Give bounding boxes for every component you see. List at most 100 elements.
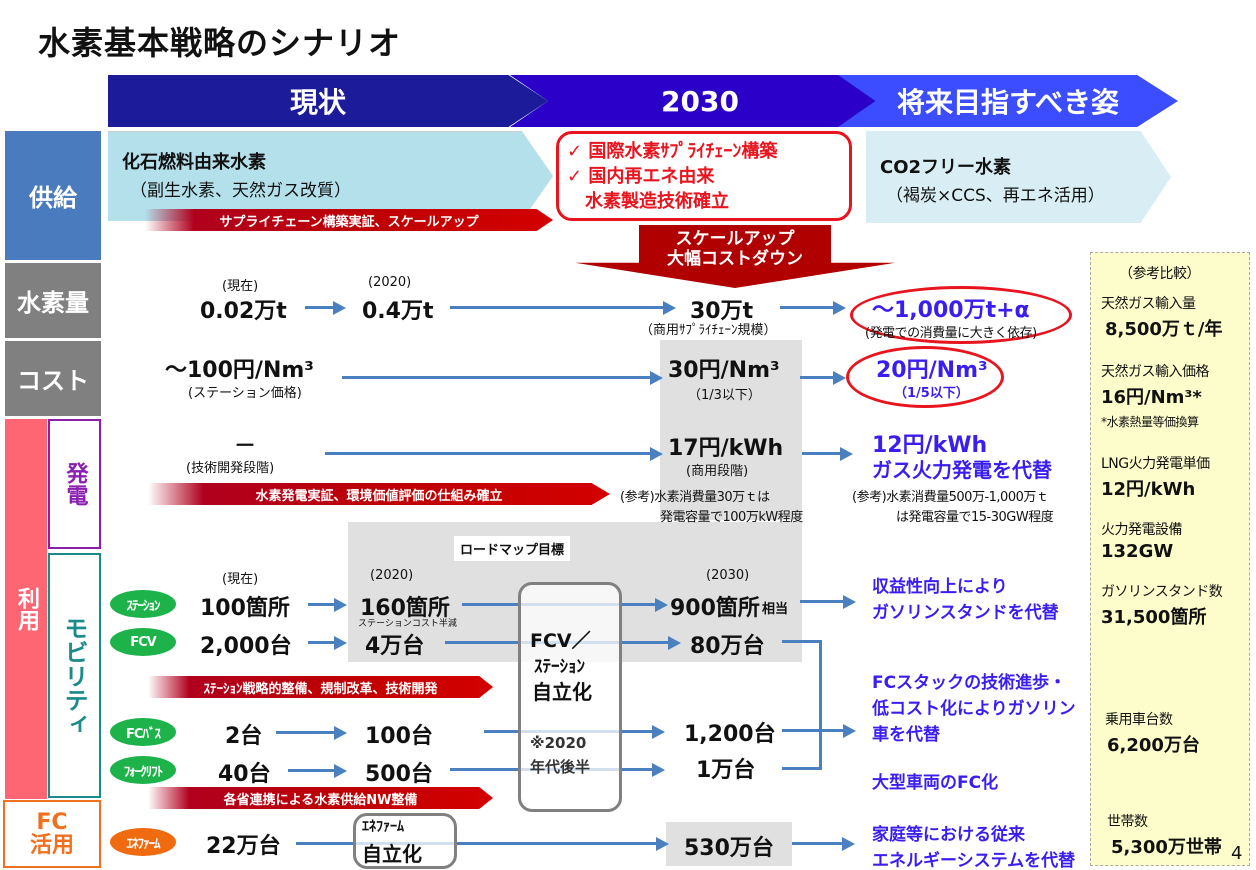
supply-current-sub: （副生水素、天然ガス改質） xyxy=(130,181,351,201)
fcbus-2030: 1,200台 xyxy=(684,722,776,747)
fcbus-now: 2台 xyxy=(225,724,263,749)
enefarm-future-1: 家庭等における従来 xyxy=(872,825,1025,845)
reference-header: （参考比較） xyxy=(1119,266,1201,282)
supply-future-title: CO2フリー水素 xyxy=(880,157,1012,178)
ref-label-passenger-cars: 乗用車台数 xyxy=(1105,712,1173,728)
h2-now-value: 0.02万t xyxy=(200,299,287,324)
forklift-now: 40台 xyxy=(218,762,271,787)
cost-now-note: (ステーション価格) xyxy=(188,386,302,401)
enefarm-autonomy-box xyxy=(353,813,457,869)
power-now-value: － xyxy=(234,434,257,459)
cost-now-value: ～100円/Nm³ xyxy=(165,358,314,383)
ref-value-gas-import-volume: 8,500万ｔ/年 xyxy=(1105,319,1223,340)
h2-now-label: (現在) xyxy=(222,279,259,294)
ref-value-gas-stations: 31,500箇所 xyxy=(1101,607,1207,628)
ref-label-gas-import-price: 天然ガス輸入価格 xyxy=(1101,364,1210,380)
supply-future-box: CO2フリー水素 （褐炭×CCS、再エネ活用） xyxy=(866,131,1171,223)
autonomy-note2: 年代後半 xyxy=(530,758,591,776)
ref-value-households: 5,300万世帯 xyxy=(1111,837,1222,858)
ref-value-gas-import-price: 16円/Nm³* xyxy=(1101,387,1202,408)
page-title: 水素基本戦略のシナリオ xyxy=(38,24,402,62)
forklift-2020: 500台 xyxy=(365,762,433,787)
row-label-hydrogen-volume: 水素量 xyxy=(5,263,101,338)
power-2030-value: 17円/kWh xyxy=(668,436,784,461)
fcv-now: 2,000台 xyxy=(200,634,292,659)
row-label-cost: コスト xyxy=(5,341,101,416)
phase-current: 現状 xyxy=(108,75,548,127)
power-now-note: (技術開発段階) xyxy=(186,461,275,476)
autonomy-line1: FCV／ xyxy=(530,630,591,652)
pill-fcv: FCV xyxy=(110,628,176,656)
h2-2030-note: （商用ｻﾌﾟﾗｲﾁｪｰﾝ規模） xyxy=(640,323,777,338)
fcv-2020: 4万台 xyxy=(365,634,425,659)
cost-future-highlight xyxy=(846,346,1004,408)
y2030-highlight-cost-power xyxy=(660,340,802,520)
supply-target-1: ✓ 国際水素ｻﾌﾟﾗｲﾁｪｰﾝ構築 xyxy=(567,141,778,162)
ref-label-households: 世帯数 xyxy=(1107,814,1148,830)
ref-label-lng-power-cost: LNG火力発電単価 xyxy=(1101,456,1210,472)
page-number: 4 xyxy=(1231,843,1242,864)
power-banner: 水素発電実証、環境価値評価の仕組み確立 xyxy=(148,483,610,505)
scaleup-line2: 大幅コストダウン xyxy=(667,249,803,269)
autonomy-line3: 自立化 xyxy=(532,680,592,704)
mob-2020-label: (2020) xyxy=(370,568,414,583)
autonomy-line2: ｽﾃｰｼｮﾝ xyxy=(534,657,585,677)
phase-future: 将来目指すべき姿 xyxy=(838,75,1178,127)
fcv-2030: 80万台 xyxy=(690,634,765,659)
scaleup-line1: スケールアップ xyxy=(675,229,795,249)
supply-current-title: 化石燃料由来水素 xyxy=(122,152,266,173)
power-2030-note: (商用段階) xyxy=(686,464,749,479)
row-label-supply: 供給 xyxy=(5,131,101,260)
enefarm-now: 22万台 xyxy=(206,834,281,859)
station-2030: 900箇所 xyxy=(670,596,760,621)
cost-2030-note: （1/3以下） xyxy=(688,388,761,403)
h2-2020-label: (2020) xyxy=(368,275,412,290)
ref-value-passenger-cars: 6,200万台 xyxy=(1107,735,1200,756)
h2-future-highlight xyxy=(850,286,1072,344)
power-future-replace: ガス火力発電を代替 xyxy=(872,458,1052,482)
supply-target-2: ✓ 国内再エネ由来 xyxy=(567,166,715,187)
power-2030-ref2: 発電容量で100万kW程度 xyxy=(660,510,803,525)
future-large-vehicles: 大型車両のFC化 xyxy=(872,773,999,793)
enefarm-2030: 530万台 xyxy=(684,836,774,861)
ref-label-gas-stations: ガソリンスタンド数 xyxy=(1101,584,1223,600)
supply-future-sub: （褐炭×CCS、再エネ活用） xyxy=(886,186,1105,206)
supply-target-3: 水素製造技術確立 xyxy=(567,191,729,212)
future-station-2: ガソリンスタンドを代替 xyxy=(872,603,1059,623)
reference-comparison-box: （参考比較） 天然ガス輸入量 8,500万ｔ/年 天然ガス輸入価格 16円/Nm… xyxy=(1090,252,1250,866)
power-future-value: 12円/kWh xyxy=(872,433,988,458)
h2-future-value: ～1,000万t+α xyxy=(872,298,1030,323)
row-label-mobility: モビリティ xyxy=(48,553,101,798)
enefarm-autonomy-line2: 自立化 xyxy=(362,842,422,866)
row-label-use: 利用 xyxy=(5,419,47,799)
fc-2030-highlight xyxy=(666,822,792,866)
pill-fcbus: FCﾊﾞｽ xyxy=(110,718,176,746)
fcv-station-autonomy-box xyxy=(518,582,622,812)
station-2030-suffix: 相当 xyxy=(762,602,789,617)
cost-future-value: 20円/Nm³ xyxy=(876,358,988,383)
mobility-banner-1: ｽﾃｰｼｮﾝ戦略的整備、規制改革、技術開発 xyxy=(148,676,493,698)
ref-label-thermal-capacity: 火力発電設備 xyxy=(1101,522,1183,538)
forklift-2030: 1万台 xyxy=(696,758,756,783)
power-future-ref1: (参考)水素消費量500万-1,000万ｔ xyxy=(852,490,1049,505)
pill-enefarm: ｴﾈﾌｧｰﾑ xyxy=(110,828,176,856)
h2-future-note: (発電での消費量に大きく依存) xyxy=(865,326,1037,341)
row-label-power: 発電 xyxy=(48,419,101,549)
station-2020: 160箇所 xyxy=(360,596,450,621)
scaleup-down-arrow: スケールアップ 大幅コストダウン xyxy=(575,225,895,288)
station-2020-note: ステーションコスト半減 xyxy=(358,619,457,629)
ref-label-gas-import-volume: 天然ガス輸入量 xyxy=(1101,296,1196,312)
mobility-banner-2: 各省連携による水素供給NW整備 xyxy=(148,787,493,809)
future-fcv-1: FCスタックの技術進歩・ xyxy=(872,673,1067,693)
mob-2030-label: (2030) xyxy=(706,568,750,583)
fcbus-2020: 100台 xyxy=(365,724,433,749)
fc-label-line2: 活用 xyxy=(29,833,74,858)
future-fcv-3: 車を代替 xyxy=(872,725,940,745)
enefarm-future-2: エネルギーシステムを代替 xyxy=(872,851,1076,870)
fc-label-line1: FC xyxy=(36,809,68,835)
supply-banner: サプライチェーン構築実証、スケールアップ xyxy=(145,209,553,231)
phase-2030: 2030 xyxy=(510,75,890,127)
future-fcv-2: 低コスト化によりガソリン xyxy=(872,699,1076,719)
ref-value-thermal-capacity: 132GW xyxy=(1101,541,1174,562)
pill-forklift: ﾌｫｰｸﾘﾌﾄ xyxy=(110,756,176,784)
